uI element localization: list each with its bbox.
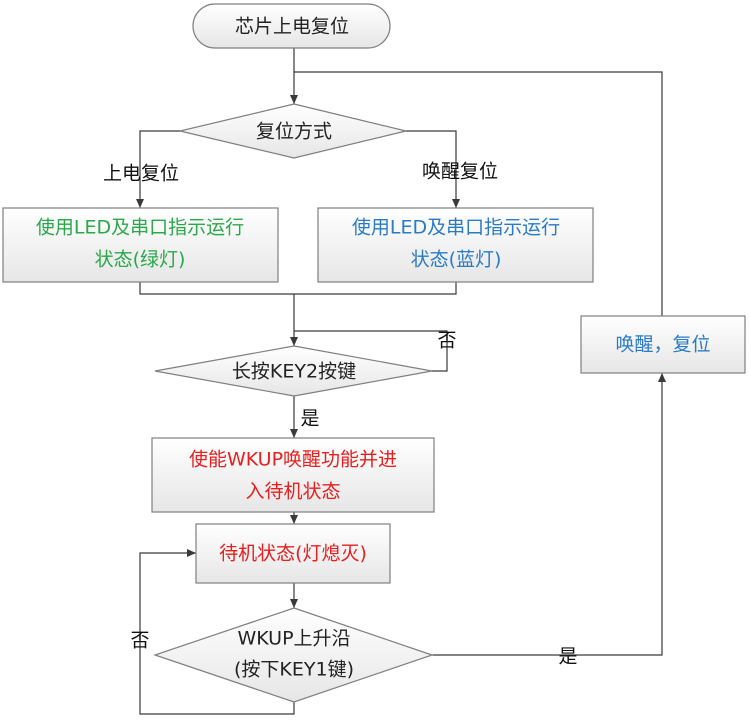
edge-label-key2-no: 否: [437, 330, 456, 352]
box-led-blue: 使用LED及串口指示运行 状态(蓝灯): [317, 207, 594, 283]
connector-loop-to-reset-mode: [290, 71, 663, 316]
edge-labels: 上电复位 唤醒复位 否 是 否 是: [103, 161, 578, 668]
edge-label-wkup-no: 否: [130, 630, 149, 652]
decision-wkup-line1: WKUP上升沿: [237, 628, 350, 650]
decision-key2-label: 长按KEY2按键: [232, 361, 356, 383]
connector-wkup-yes: [432, 373, 666, 656]
box-wakeup-reset: 唤醒，复位: [580, 315, 746, 374]
connector-wkup-no-loop: [139, 549, 295, 715]
edge-label-poweron-reset: 上电复位: [103, 163, 179, 185]
box-led-green-line1: 使用LED及串口指示运行: [36, 217, 244, 239]
start-label: 芯片上电复位: [235, 16, 349, 38]
box-standby-label: 待机状态(灯熄灭): [219, 543, 367, 565]
box-enable-wkup: 使能WKUP唤醒功能并进 入待机状态: [151, 437, 435, 513]
connector-key2-no-loop: [294, 330, 448, 372]
box-led-green-line2: 状态(绿灯): [95, 249, 186, 271]
connector-poweron-branch: [136, 130, 180, 208]
start-node: 芯片上电复位: [192, 3, 391, 49]
box-led-blue-line1: 使用LED及串口指示运行: [352, 217, 560, 239]
decision-key2: 长按KEY2按键: [154, 345, 433, 397]
box-led-blue-line2: 状态(蓝灯): [411, 249, 502, 271]
box-enable-wkup-line1: 使能WKUP唤醒功能并进: [189, 449, 397, 471]
decision-reset-mode: 复位方式: [179, 103, 407, 159]
box-wakeup-reset-label: 唤醒，复位: [615, 334, 710, 356]
decision-reset-mode-label: 复位方式: [256, 121, 332, 143]
connector-wakeup-branch: [406, 130, 460, 208]
decision-wkup: WKUP上升沿 (按下KEY1键): [153, 607, 434, 703]
decision-wkup-line2: (按下KEY1键): [234, 659, 354, 681]
edge-label-wkup-yes: 是: [558, 646, 577, 668]
connector-merge: [139, 282, 457, 295]
box-standby: 待机状态(灯熄灭): [195, 523, 391, 584]
box-enable-wkup-line2: 入待机状态: [245, 481, 340, 503]
box-led-green: 使用LED及串口指示运行 状态(绿灯): [2, 207, 279, 283]
edge-label-key2-yes: 是: [300, 408, 319, 430]
connectors: [136, 48, 666, 715]
edge-label-wakeup-reset: 唤醒复位: [422, 161, 498, 183]
